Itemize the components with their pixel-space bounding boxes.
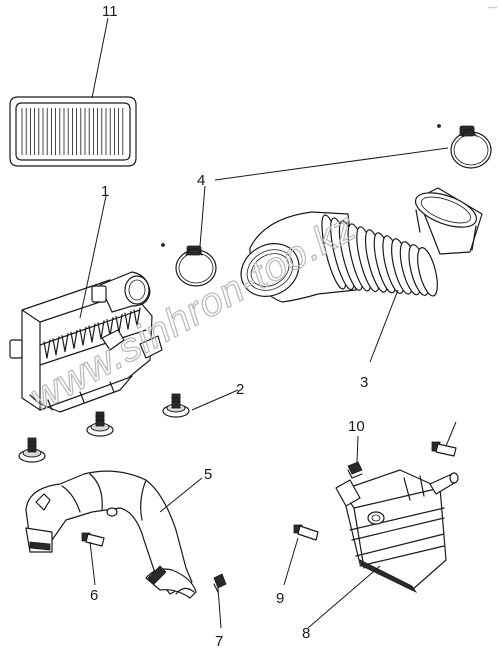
- callout-2: 2: [236, 381, 244, 398]
- clip-fastener-7: [213, 573, 227, 593]
- callout-4: 4: [197, 172, 205, 189]
- corner-mark: —: [488, 2, 497, 12]
- line-detail: [52, 336, 60, 356]
- callout-5: 5: [204, 466, 212, 483]
- mounting-bolt-b: [86, 411, 114, 437]
- screw-fastener: [431, 441, 457, 457]
- callout-9: 9: [276, 590, 284, 607]
- callout-6: 6: [90, 587, 98, 604]
- line-detail: [61, 333, 69, 353]
- line-detail: [79, 326, 87, 346]
- intake-hose: [240, 187, 483, 303]
- clip-fastener-9: [293, 524, 319, 541]
- mounting-bolt-c: [18, 437, 46, 463]
- nut-fastener-10: [347, 461, 363, 479]
- resonator: [335, 469, 459, 593]
- line-detail: [133, 307, 141, 327]
- callout-3: 3: [360, 374, 368, 391]
- callout-8: 8: [302, 625, 310, 642]
- clip-fastener-6: [81, 532, 105, 547]
- air-cleaner-housing: [9, 271, 163, 413]
- line-detail: [88, 323, 96, 343]
- line-detail: [43, 339, 51, 359]
- dot-marker: [161, 243, 165, 247]
- callout-1: 1: [101, 183, 109, 200]
- hose-clamp-lower: [175, 245, 217, 287]
- line-detail: [70, 329, 78, 349]
- intake-duct: [25, 470, 197, 599]
- line-detail: [124, 310, 132, 330]
- mounting-bolt-a: [162, 393, 190, 418]
- callout-11: 11: [102, 3, 118, 20]
- leader-lines: [79, 17, 457, 629]
- line-detail: [97, 320, 105, 340]
- callout-7: 7: [215, 633, 223, 650]
- hose-clamp-upper: [450, 125, 492, 169]
- callout-labels: 11 1 2 3 4 5 6 7 8 9 10: [90, 3, 368, 650]
- dot-marker: [437, 124, 441, 128]
- callout-10: 10: [348, 418, 365, 435]
- hose-rib: [417, 247, 438, 297]
- air-filter-element: [9, 96, 137, 167]
